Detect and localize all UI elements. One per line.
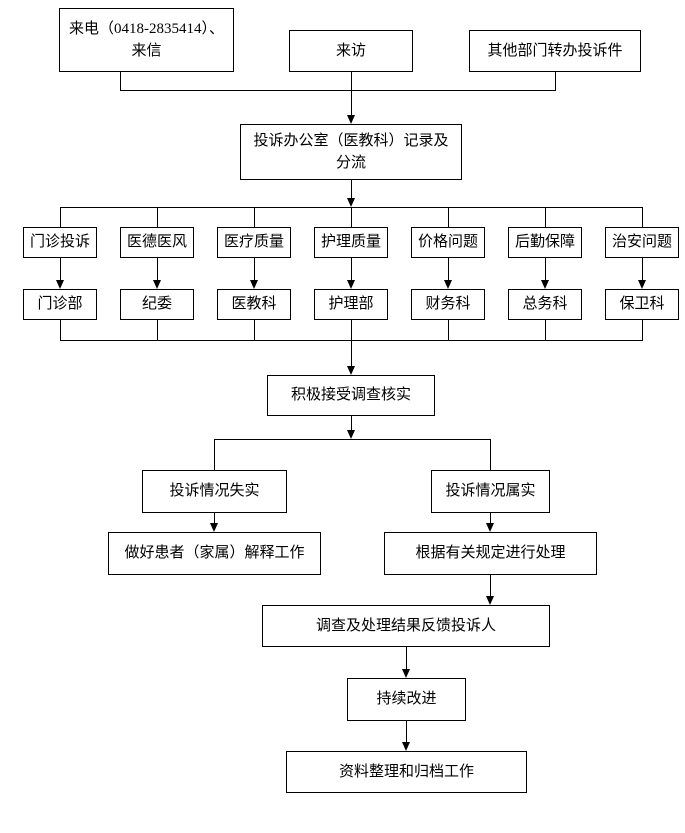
arrow-down-icon — [638, 280, 646, 289]
connector-line — [545, 207, 546, 227]
arrow-down-icon — [153, 280, 161, 289]
connector-line — [157, 320, 158, 340]
category-box-nursing-quality: 护理质量 — [314, 227, 388, 258]
connector-line — [448, 320, 449, 340]
connector-line — [490, 439, 491, 470]
arrow-down-icon — [402, 742, 410, 751]
arrow-down-icon — [347, 430, 355, 439]
connector-line — [60, 258, 61, 281]
connector-line — [214, 439, 215, 470]
arrow-down-icon — [250, 280, 258, 289]
connector-line — [448, 207, 449, 227]
connector-line — [351, 416, 352, 431]
category-box-logistics: 后勤保障 — [508, 227, 582, 258]
connector-line — [214, 513, 215, 524]
connector-line — [60, 320, 61, 340]
feedback-box: 调查及处理结果反馈投诉人 — [262, 605, 550, 647]
record-box: 投诉办公室（医教科）记录及 分流 — [240, 124, 462, 180]
connector-line — [254, 207, 255, 227]
arrow-down-icon — [347, 280, 355, 289]
connector-line — [490, 575, 491, 597]
arrow-down-icon — [402, 669, 410, 678]
connector-line — [490, 513, 491, 524]
source-box-visit: 来访 — [289, 30, 413, 72]
connector-line — [545, 258, 546, 281]
connector-line — [351, 207, 352, 227]
connector-line — [214, 439, 491, 440]
archive-box: 资料整理和归档工作 — [286, 751, 527, 793]
connector-line — [254, 320, 255, 340]
department-box-security: 保卫科 — [605, 289, 679, 320]
connector-line — [448, 258, 449, 281]
connector-line — [642, 320, 643, 340]
arrow-down-icon — [347, 366, 355, 375]
department-box-nursing: 护理部 — [314, 289, 388, 320]
connector-line — [351, 180, 352, 199]
source-box-phone-letter: 来电（0418-2835414）、 来信 — [59, 8, 234, 72]
category-box-ethics: 医德医风 — [120, 227, 194, 258]
handle-box: 根据有关规定进行处理 — [384, 532, 597, 575]
connector-line — [60, 207, 61, 227]
department-box-discipline: 纪委 — [120, 289, 194, 320]
connector-line — [545, 320, 546, 340]
arrow-down-icon — [444, 280, 452, 289]
category-box-medical-quality: 医疗质量 — [217, 227, 291, 258]
arrow-down-icon — [56, 280, 64, 289]
source-box-transfer: 其他部门转办投诉件 — [469, 30, 641, 72]
explain-box: 做好患者（家属）解释工作 — [108, 532, 321, 575]
department-box-general-affairs: 总务科 — [508, 289, 582, 320]
branch-false-box: 投诉情况失实 — [142, 470, 287, 513]
arrow-down-icon — [347, 115, 355, 124]
connector-line — [406, 721, 407, 743]
connector-line — [351, 258, 352, 281]
department-box-medical-education: 医教科 — [217, 289, 291, 320]
connector-line — [120, 90, 556, 91]
connector-line — [351, 320, 352, 340]
arrow-down-icon — [210, 523, 218, 532]
category-box-pricing: 价格问题 — [411, 227, 485, 258]
connector-line — [120, 72, 121, 91]
connector-line — [406, 647, 407, 670]
arrow-down-icon — [541, 280, 549, 289]
arrow-down-icon — [347, 198, 355, 207]
category-box-outpatient: 门诊投诉 — [23, 227, 97, 258]
connector-line — [555, 72, 556, 91]
connector-line — [642, 258, 643, 281]
department-box-outpatient: 门诊部 — [23, 289, 97, 320]
connector-line — [157, 207, 158, 227]
connector-line — [351, 340, 352, 367]
connector-line — [254, 258, 255, 281]
connector-line — [351, 72, 352, 116]
arrow-down-icon — [486, 523, 494, 532]
verify-box: 积极接受调查核实 — [267, 375, 435, 416]
connector-line — [157, 258, 158, 281]
arrow-down-icon — [486, 596, 494, 605]
branch-true-box: 投诉情况属实 — [431, 470, 550, 513]
department-box-finance: 财务科 — [411, 289, 485, 320]
category-box-security: 治安问题 — [605, 227, 679, 258]
connector-line — [642, 207, 643, 227]
improve-box: 持续改进 — [347, 678, 466, 721]
